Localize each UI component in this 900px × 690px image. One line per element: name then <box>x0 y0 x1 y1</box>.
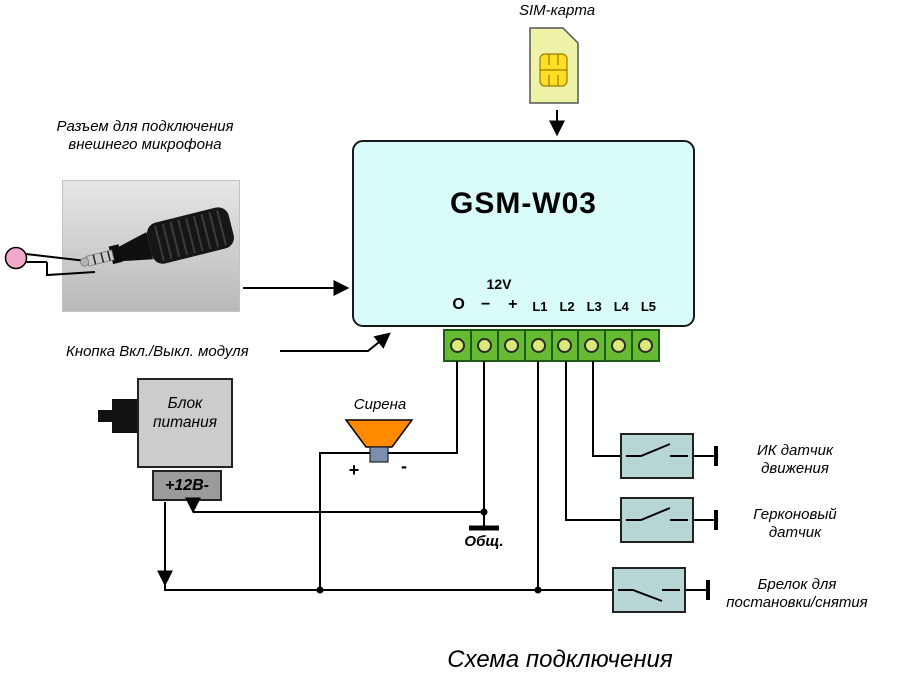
power-supply-box: Блок питания <box>137 378 233 468</box>
sensor-label-reed: Герконовый датчик <box>715 506 875 542</box>
power-output-box: +12В- <box>152 470 222 501</box>
microphone-label-line2: внешнего микрофона <box>68 136 222 153</box>
voltage-label: 12V <box>486 276 512 292</box>
terminal-label-minus: − <box>481 296 491 313</box>
terminal-label-l4: L4 <box>613 299 629 314</box>
ground-label: Общ. <box>464 533 504 550</box>
microphone-plug-photo <box>62 180 240 312</box>
sensor-box-keyfob <box>612 567 686 613</box>
diagram-title: Схема подключения <box>447 646 673 673</box>
terminal-screw <box>638 338 654 353</box>
terminal-label-o: O <box>452 296 465 313</box>
terminal-labels: O − + L1 L2 L3 L4 L5 <box>445 294 662 314</box>
siren-minus-label: - <box>401 456 407 476</box>
terminal-cell <box>553 331 580 360</box>
power-button-pointer <box>280 332 391 352</box>
sensor-box-reed <box>620 497 694 543</box>
terminal-screw <box>611 338 627 353</box>
terminal-label-l1: L1 <box>532 299 548 314</box>
terminal-label-plus: + <box>508 296 518 313</box>
microphone-symbol <box>4 246 28 270</box>
sensor-label-reed-line2: датчик <box>768 524 822 541</box>
sim-card-icon <box>529 27 579 104</box>
terminal-screw <box>503 338 519 353</box>
terminal-screw <box>530 338 546 353</box>
sensor-label-ir: ИК датчик движения <box>715 442 875 478</box>
gsm-module-box: GSM-W03 12V O − + L1 L2 L3 L4 L5 <box>352 140 695 327</box>
junction-dot <box>480 508 488 516</box>
sensor-box-ir <box>620 433 694 479</box>
junction-dot <box>316 586 324 594</box>
terminal-cell <box>579 331 607 360</box>
terminal-cell <box>633 331 658 360</box>
microphone-label: Разъем для подключения внешнего микрофон… <box>45 118 245 154</box>
sensor-label-keyfob: Брелок для постановки/снятия <box>712 576 882 612</box>
terminal-cell <box>499 331 526 360</box>
power-supply-label-line1: Блок <box>167 395 203 412</box>
junction-dot <box>534 586 542 594</box>
terminal-label-l2: L2 <box>559 299 575 314</box>
sensor-label-keyfob-line2: постановки/снятия <box>726 594 868 611</box>
sensor-label-ir-line1: ИК датчик <box>756 442 834 459</box>
wire-l3-ir <box>592 361 620 457</box>
sensor-label-ir-line2: движения <box>761 460 829 477</box>
terminal-label-l3: L3 <box>586 299 602 314</box>
siren-plus-label: + <box>348 460 360 480</box>
terminal-cell <box>526 331 553 360</box>
module-name: GSM-W03 <box>449 187 597 220</box>
power-supply-cable <box>98 410 114 422</box>
terminal-label-l5: L5 <box>640 299 657 314</box>
terminal-screw <box>476 338 492 353</box>
terminal-strip <box>443 329 660 362</box>
power-supply-connector <box>112 399 137 433</box>
microphone-label-line1: Разъем для подключения <box>56 118 234 135</box>
terminal-screw <box>584 338 600 353</box>
power-supply-label-line2: питания <box>153 414 217 431</box>
sensor-label-reed-line1: Герконовый <box>753 506 837 523</box>
wire-l2-reed <box>565 361 620 521</box>
terminal-cell <box>472 331 499 360</box>
terminal-screw <box>449 338 465 353</box>
terminal-screw <box>557 338 573 353</box>
power-button-label: Кнопка Вкл./Выкл. модуля <box>66 343 249 360</box>
terminal-cell <box>445 331 472 360</box>
sim-card-label: SIM-карта <box>518 2 596 19</box>
sim-chip <box>539 53 568 87</box>
bottom-bus <box>164 584 612 591</box>
siren-label: Сирена <box>353 396 407 413</box>
sensor-label-keyfob-line1: Брелок для <box>757 576 837 593</box>
terminal-cell <box>606 331 634 360</box>
